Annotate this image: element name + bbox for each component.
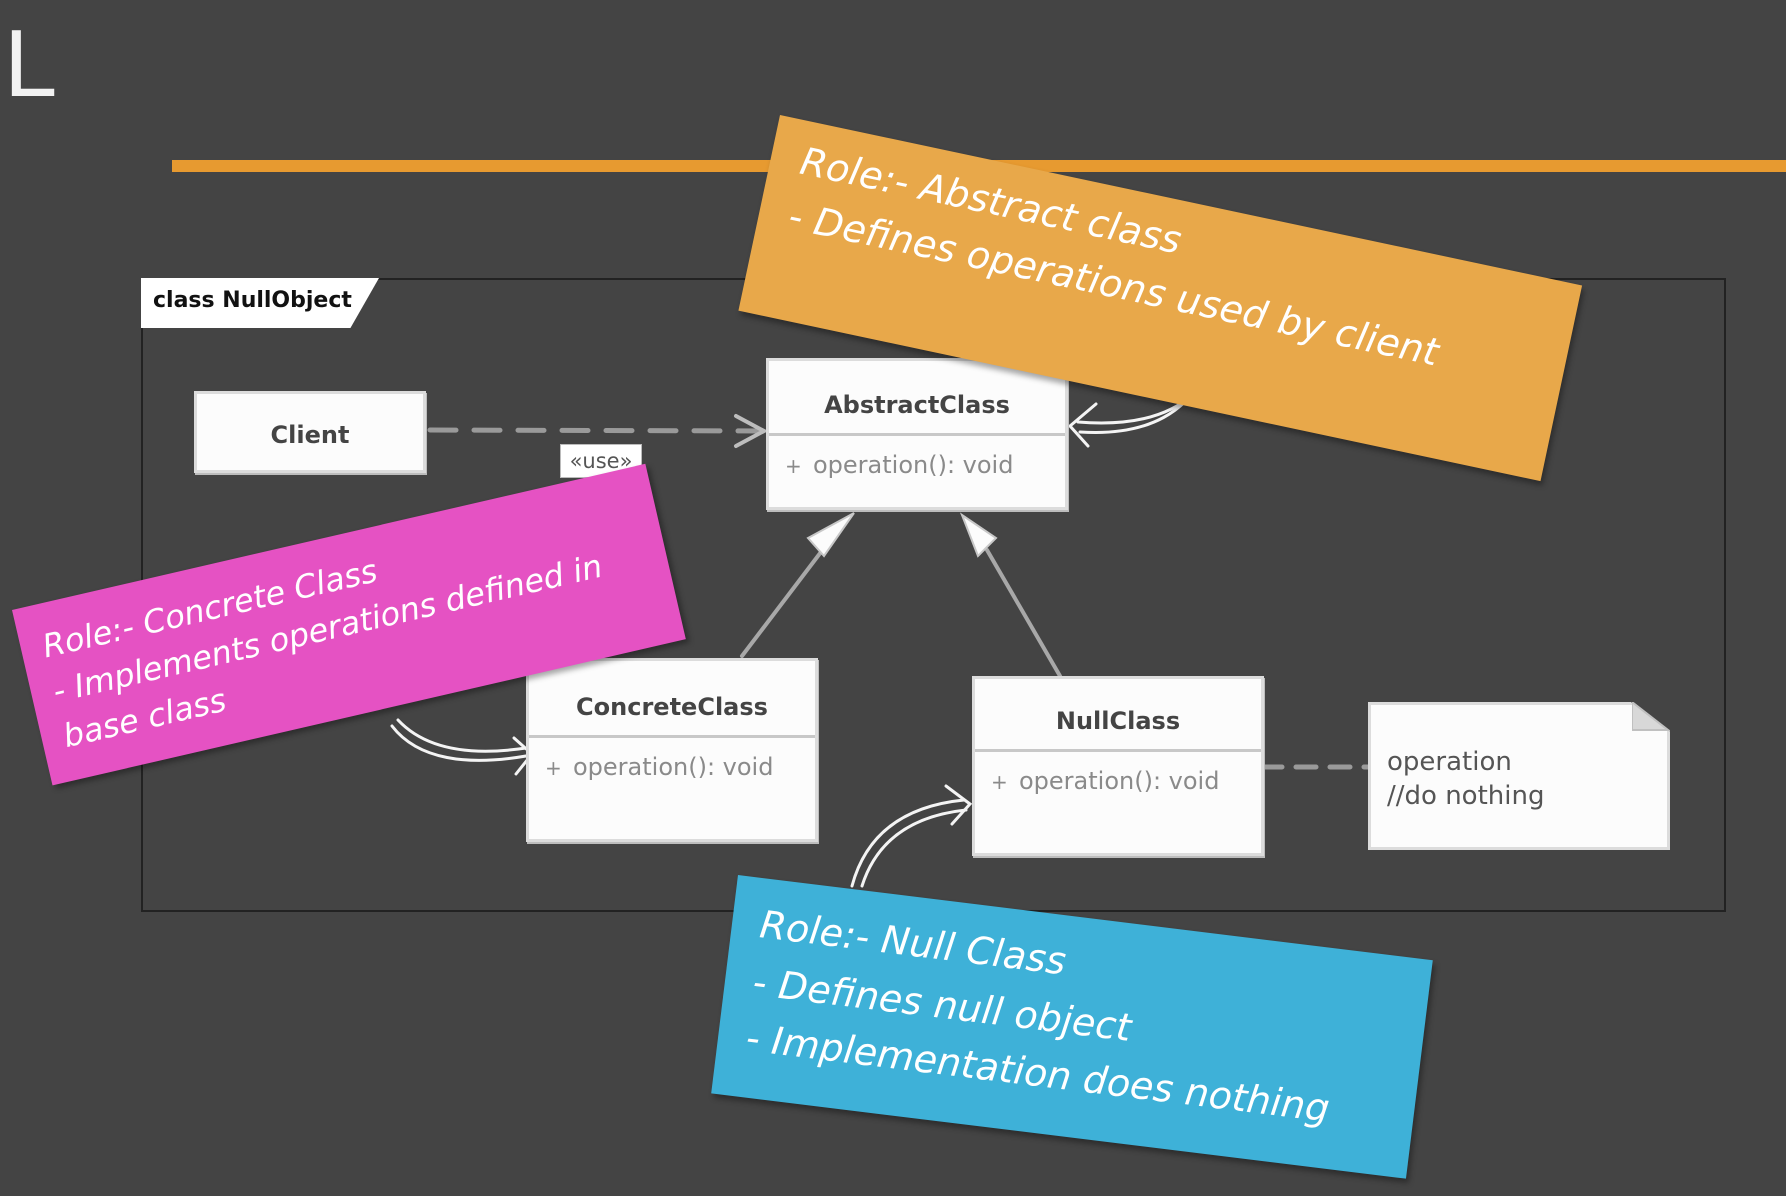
null-class-divider [975, 749, 1261, 752]
null-generalization-arrowhead [959, 512, 998, 558]
abstract-class-operation: + operation(): void [785, 451, 1013, 479]
note-folded-corner [1632, 702, 1670, 731]
null-class-name: NullClass [1055, 707, 1181, 735]
concrete-generalization-line [740, 546, 826, 658]
use-dependency-arrowhead [734, 414, 769, 448]
operation-signature: operation(): void [813, 451, 1014, 479]
abstract-class: AbstractClass + operation(): void [766, 358, 1068, 510]
slide-title: L [4, 10, 58, 117]
abstract-class-divider [769, 433, 1065, 436]
null-operation-note: operation //do nothing [1368, 702, 1670, 850]
concrete-class-operation: + operation(): void [545, 753, 773, 781]
diagram-frame-tab: class NullObject [141, 278, 379, 328]
concrete-class-divider [529, 735, 815, 738]
concrete-callout-arrow [390, 724, 528, 762]
abstract-callout-arrowhead [1067, 402, 1098, 448]
concrete-class-name: ConcreteClass [576, 693, 768, 721]
concrete-generalization-arrowhead [806, 512, 855, 558]
null-generalization-line [985, 548, 1062, 678]
diagram-frame-label: class NullObject [153, 288, 352, 313]
null-callout-arrow [850, 798, 966, 888]
note-line-1: operation [1387, 747, 1512, 777]
visibility-marker: + [545, 756, 562, 780]
operation-signature: operation(): void [1019, 767, 1220, 795]
client-class: Client [194, 391, 426, 473]
use-dependency-line [427, 427, 765, 434]
note-line-2: //do nothing [1387, 781, 1545, 811]
visibility-marker: + [991, 770, 1008, 794]
visibility-marker: + [785, 454, 802, 478]
operation-signature: operation(): void [573, 753, 774, 781]
abstract-class-name: AbstractClass [824, 391, 1010, 419]
concrete-class: ConcreteClass + operation(): void [526, 658, 818, 842]
null-callout-arrowhead [944, 784, 973, 826]
null-class: NullClass + operation(): void [972, 676, 1264, 856]
null-class-operation: + operation(): void [991, 767, 1219, 795]
client-class-name: Client [270, 421, 350, 449]
